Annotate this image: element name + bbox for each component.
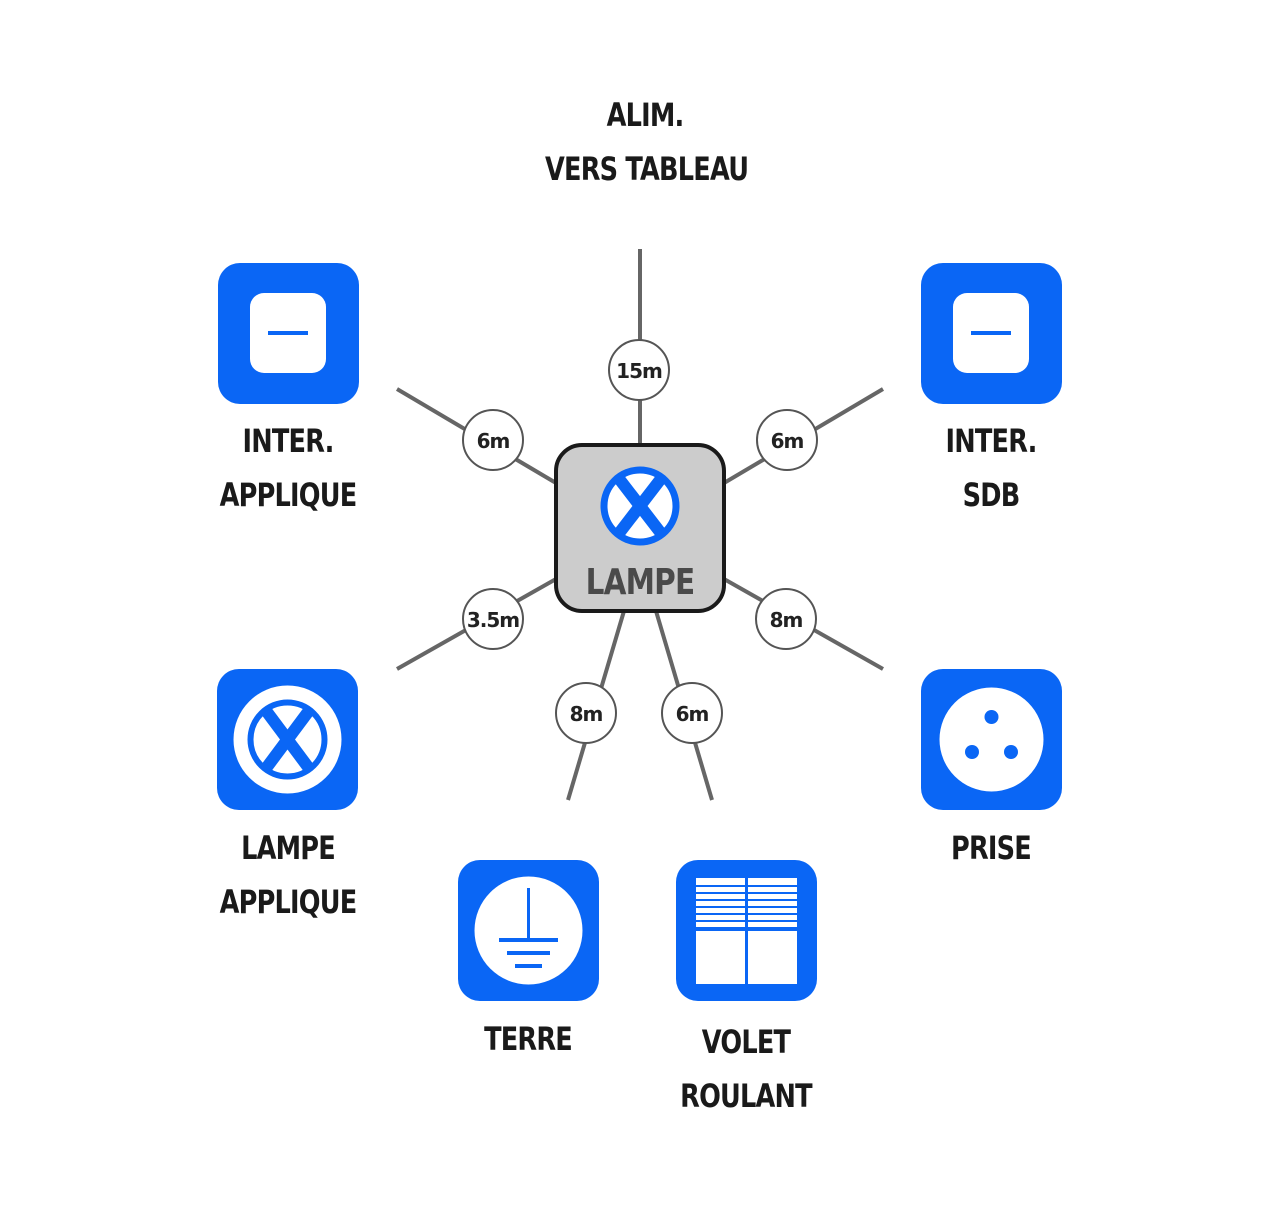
svg-text:6m: 6m	[676, 702, 709, 726]
label-prise: PRISE	[895, 821, 1087, 875]
hub-label: LAMPE	[586, 560, 695, 603]
svg-text:6m: 6m	[771, 429, 804, 453]
label-inter-sdb: INTER. SDB	[895, 414, 1087, 522]
label-line1: PRISE	[951, 829, 1032, 867]
supply-label: ALIM. VERS TABLEAU	[545, 88, 749, 196]
earth-icon	[458, 860, 599, 1001]
label-line2: APPLIQUE	[219, 476, 358, 514]
switch-icon	[921, 263, 1062, 404]
label-line1: VOLET	[701, 1023, 791, 1061]
lamp-icon	[217, 669, 358, 810]
label-volet-roulant: VOLET ROULANT	[650, 1015, 842, 1123]
label-terre: TERRE	[448, 1012, 608, 1066]
distance-lampe-applique: 3.5m	[462, 588, 524, 650]
label-line1: INTER.	[242, 422, 334, 460]
svg-text:15m: 15m	[616, 359, 662, 383]
distance-inter-applique: 6m	[462, 409, 524, 471]
label-line2: ROULANT	[680, 1077, 812, 1115]
distance-supply: 15m	[608, 339, 670, 401]
label-inter-applique: INTER. APPLIQUE	[192, 414, 384, 522]
distance-prise: 8m	[755, 588, 817, 650]
label-line2: SDB	[962, 476, 1021, 514]
socket-icon	[921, 669, 1062, 810]
svg-text:8m: 8m	[770, 608, 803, 632]
distance-inter-sdb: 6m	[756, 409, 818, 471]
supply-line2: VERS TABLEAU	[545, 150, 749, 188]
hub-lamp: LAMPE	[554, 443, 726, 613]
distance-terre: 8m	[555, 682, 617, 744]
svg-text:3.5m: 3.5m	[467, 608, 519, 632]
shutter-icon	[676, 860, 817, 1001]
distance-volet: 6m	[661, 682, 723, 744]
svg-text:8m: 8m	[570, 702, 603, 726]
label-line1: TERRE	[484, 1020, 573, 1058]
supply-line1: ALIM.	[606, 96, 685, 134]
label-lampe-applique: LAMPE APPLIQUE	[192, 821, 384, 929]
label-line2: APPLIQUE	[219, 883, 358, 921]
switch-icon	[218, 263, 359, 404]
hub-lamp-icon	[600, 466, 680, 546]
label-line1: INTER.	[945, 422, 1037, 460]
label-line1: LAMPE	[241, 829, 336, 867]
svg-text:6m: 6m	[477, 429, 510, 453]
